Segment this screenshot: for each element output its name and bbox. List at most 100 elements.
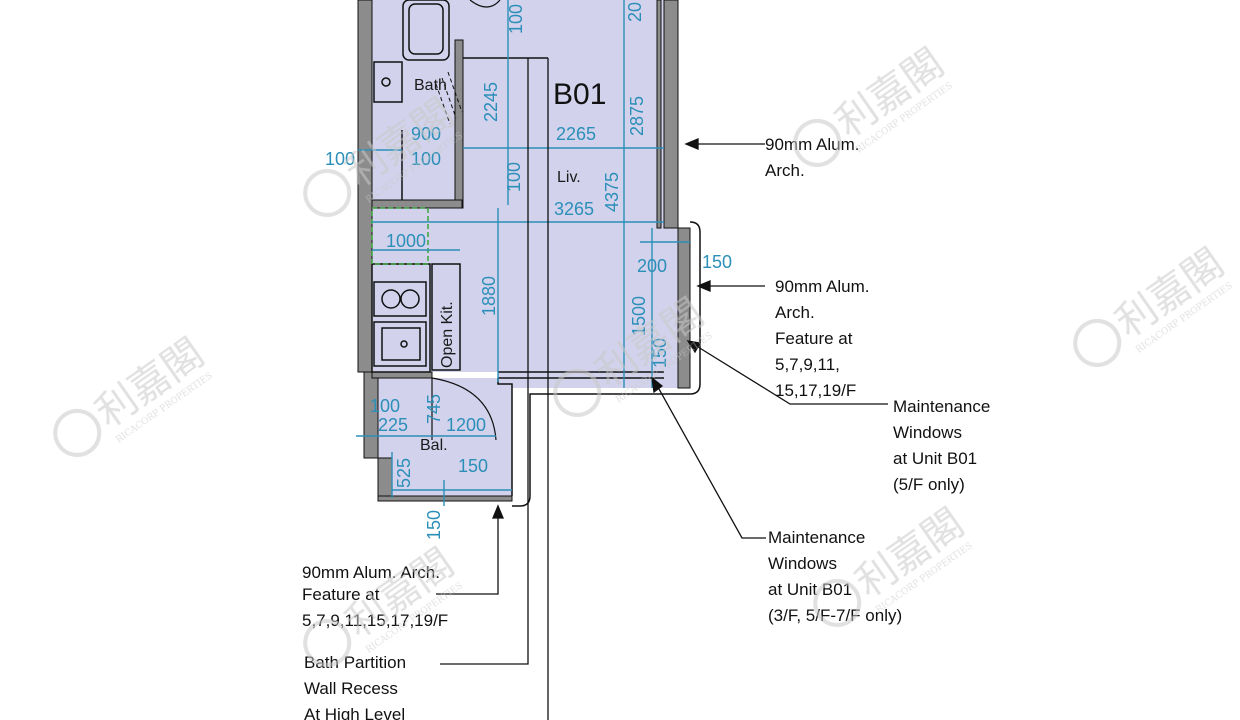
right-wall-upper bbox=[663, 0, 679, 229]
bath-door-hatch-3 bbox=[435, 83, 451, 125]
hob bbox=[373, 281, 427, 317]
dim-2875: 2875 bbox=[627, 96, 647, 136]
note-alum-feature-line-3: Feature at bbox=[775, 329, 853, 348]
balcony-left-step bbox=[377, 457, 393, 499]
note-maint-3f-line-4: (3/F, 5/F-7/F only) bbox=[768, 606, 902, 625]
watermark-1: 利嘉閣 RICACORP PROPERTIES bbox=[793, 40, 955, 167]
bath-tub-inner bbox=[408, 3, 444, 55]
notes: 90mm Alum. Arch. 90mm Alum. Arch. Featur… bbox=[302, 135, 995, 720]
dim-100-left: 100 bbox=[325, 149, 355, 169]
dim-900: 900 bbox=[411, 124, 441, 144]
dimension-lines bbox=[356, 0, 690, 506]
note-alum-bottom-line-1: 90mm Alum. Arch. bbox=[302, 563, 440, 582]
dim-4375: 4375 bbox=[602, 172, 622, 212]
watermark-logo-icon bbox=[303, 168, 352, 217]
balcony-door-swing bbox=[431, 377, 497, 441]
balcony-fill bbox=[378, 378, 512, 496]
right-bay-wall bbox=[677, 227, 691, 389]
dim-745: 745 bbox=[424, 394, 444, 424]
bath-bottom-wall bbox=[371, 199, 463, 209]
note-alum-feature-line-2: Arch. bbox=[775, 303, 815, 322]
bath-tub bbox=[402, 0, 450, 61]
arrow-maint-3f bbox=[651, 376, 664, 394]
dim-150-right: 150 bbox=[702, 252, 732, 272]
dim-3265: 3265 bbox=[554, 199, 594, 219]
dimension-labels: 100 20 2245 2875 900 2265 100 100 100 43… bbox=[325, 2, 732, 540]
hob-burner-2 bbox=[400, 289, 420, 309]
watermark-logo-icon bbox=[813, 578, 862, 627]
dim-100-bal: 100 bbox=[370, 396, 400, 416]
dim-525: 525 bbox=[394, 458, 414, 488]
sink bbox=[373, 321, 427, 367]
note-bath-partition-line-3: At High Level bbox=[304, 705, 405, 720]
note-maint-5f-line-1: Maintenance bbox=[893, 397, 990, 416]
kitchen-balcony-wall bbox=[371, 371, 433, 379]
note-maint-5f: Maintenance Windows at Unit B01 (5/F onl… bbox=[893, 397, 995, 494]
room-living: Liv. bbox=[557, 169, 581, 186]
leader-alum-bottom bbox=[436, 508, 499, 595]
walls bbox=[357, 0, 691, 502]
note-alum-feature-line-1: 90mm Alum. bbox=[775, 277, 869, 296]
watermark-4: 利嘉閣 RICACORP PROPERTIES bbox=[53, 330, 215, 457]
dim-1000: 1000 bbox=[386, 231, 426, 251]
dim-100-liv: 100 bbox=[504, 162, 524, 192]
dim-2265: 2265 bbox=[556, 124, 596, 144]
room-balcony: Bal. bbox=[420, 437, 448, 454]
bath-door-hatch-1 bbox=[447, 71, 463, 113]
bath-door bbox=[469, 0, 501, 8]
arrow-maint-5f bbox=[686, 340, 702, 354]
balcony-bottom-wall bbox=[377, 495, 513, 502]
note-maint-3f-line-2: Windows bbox=[768, 554, 837, 573]
dim-225: 225 bbox=[378, 415, 408, 435]
bath-door-hatch-2 bbox=[441, 77, 457, 119]
leader-maint-3f bbox=[653, 379, 766, 539]
note-bath-partition: Bath Partition Wall Recess At High Level bbox=[304, 653, 411, 720]
leaders bbox=[436, 58, 888, 720]
dim-1500: 1500 bbox=[629, 296, 649, 336]
basin-drain bbox=[381, 77, 391, 87]
watermark-logo-icon bbox=[53, 408, 102, 457]
watermark-logo-icon bbox=[1073, 318, 1122, 367]
arrow-alum-feature bbox=[696, 280, 711, 292]
note-maint-5f-line-4: (5/F only) bbox=[893, 475, 965, 494]
room-labels: B01 Bath Liv. Open Kit. Bal. bbox=[414, 77, 606, 454]
note-bath-partition-line-2: Wall Recess bbox=[304, 679, 398, 698]
note-maint-3f-line-1: Maintenance bbox=[768, 528, 865, 547]
outlines bbox=[371, 0, 701, 507]
leader-maint-5f bbox=[689, 341, 888, 405]
note-maint-5f-line-2: Windows bbox=[893, 423, 962, 442]
dim-200: 200 bbox=[637, 256, 667, 276]
note-maint-5f-line-3: at Unit B01 bbox=[893, 449, 977, 468]
sink-bowl bbox=[381, 327, 421, 361]
watermark-logo-icon bbox=[553, 368, 602, 417]
arrow-alum-bottom bbox=[492, 504, 504, 519]
wash-basin bbox=[373, 61, 403, 103]
watermark-logo-icon bbox=[793, 118, 842, 167]
note-maint-3f-line-3: at Unit B01 bbox=[768, 580, 852, 599]
dim-20-top: 20 bbox=[625, 2, 645, 22]
dim-150-lower: 150 bbox=[650, 338, 670, 368]
note-alum-feature-line-4: 5,7,9,11, bbox=[775, 355, 840, 374]
room-bath: Bath bbox=[414, 77, 447, 94]
dim-1880: 1880 bbox=[479, 276, 499, 316]
unit-label: B01 bbox=[553, 78, 606, 111]
watermark-2: 利嘉閣 RICACORP PROPERTIES bbox=[1073, 240, 1235, 367]
note-alum-feature-line-5: 15,17,19/F bbox=[775, 381, 856, 400]
watermark-logo-icon bbox=[303, 618, 352, 667]
note-alum-arch-1-line-1: 90mm Alum. bbox=[765, 135, 859, 154]
arrow-alum-1 bbox=[684, 138, 699, 150]
note-maint-3f: Maintenance Windows at Unit B01 (3/F, 5/… bbox=[768, 528, 902, 625]
dim-100-mid: 100 bbox=[411, 149, 441, 169]
open-kitchen-box bbox=[431, 263, 461, 371]
dim-150-bal: 150 bbox=[458, 456, 488, 476]
note-alum-bottom-line-2: Feature at bbox=[302, 585, 380, 604]
leader-bath-partition bbox=[440, 58, 529, 665]
note-alum-arch-feature: 90mm Alum. Arch. Feature at 5,7,9,11, 15… bbox=[775, 277, 874, 400]
note-bath-partition-line-1: Bath Partition bbox=[304, 653, 406, 672]
hob-burner-1 bbox=[381, 289, 401, 309]
kitchen-zone bbox=[371, 207, 429, 265]
note-alum-arch-1: 90mm Alum. Arch. bbox=[765, 135, 864, 180]
dim-1200: 1200 bbox=[446, 415, 486, 435]
note-alum-arch-1-line-2: Arch. bbox=[765, 161, 805, 180]
